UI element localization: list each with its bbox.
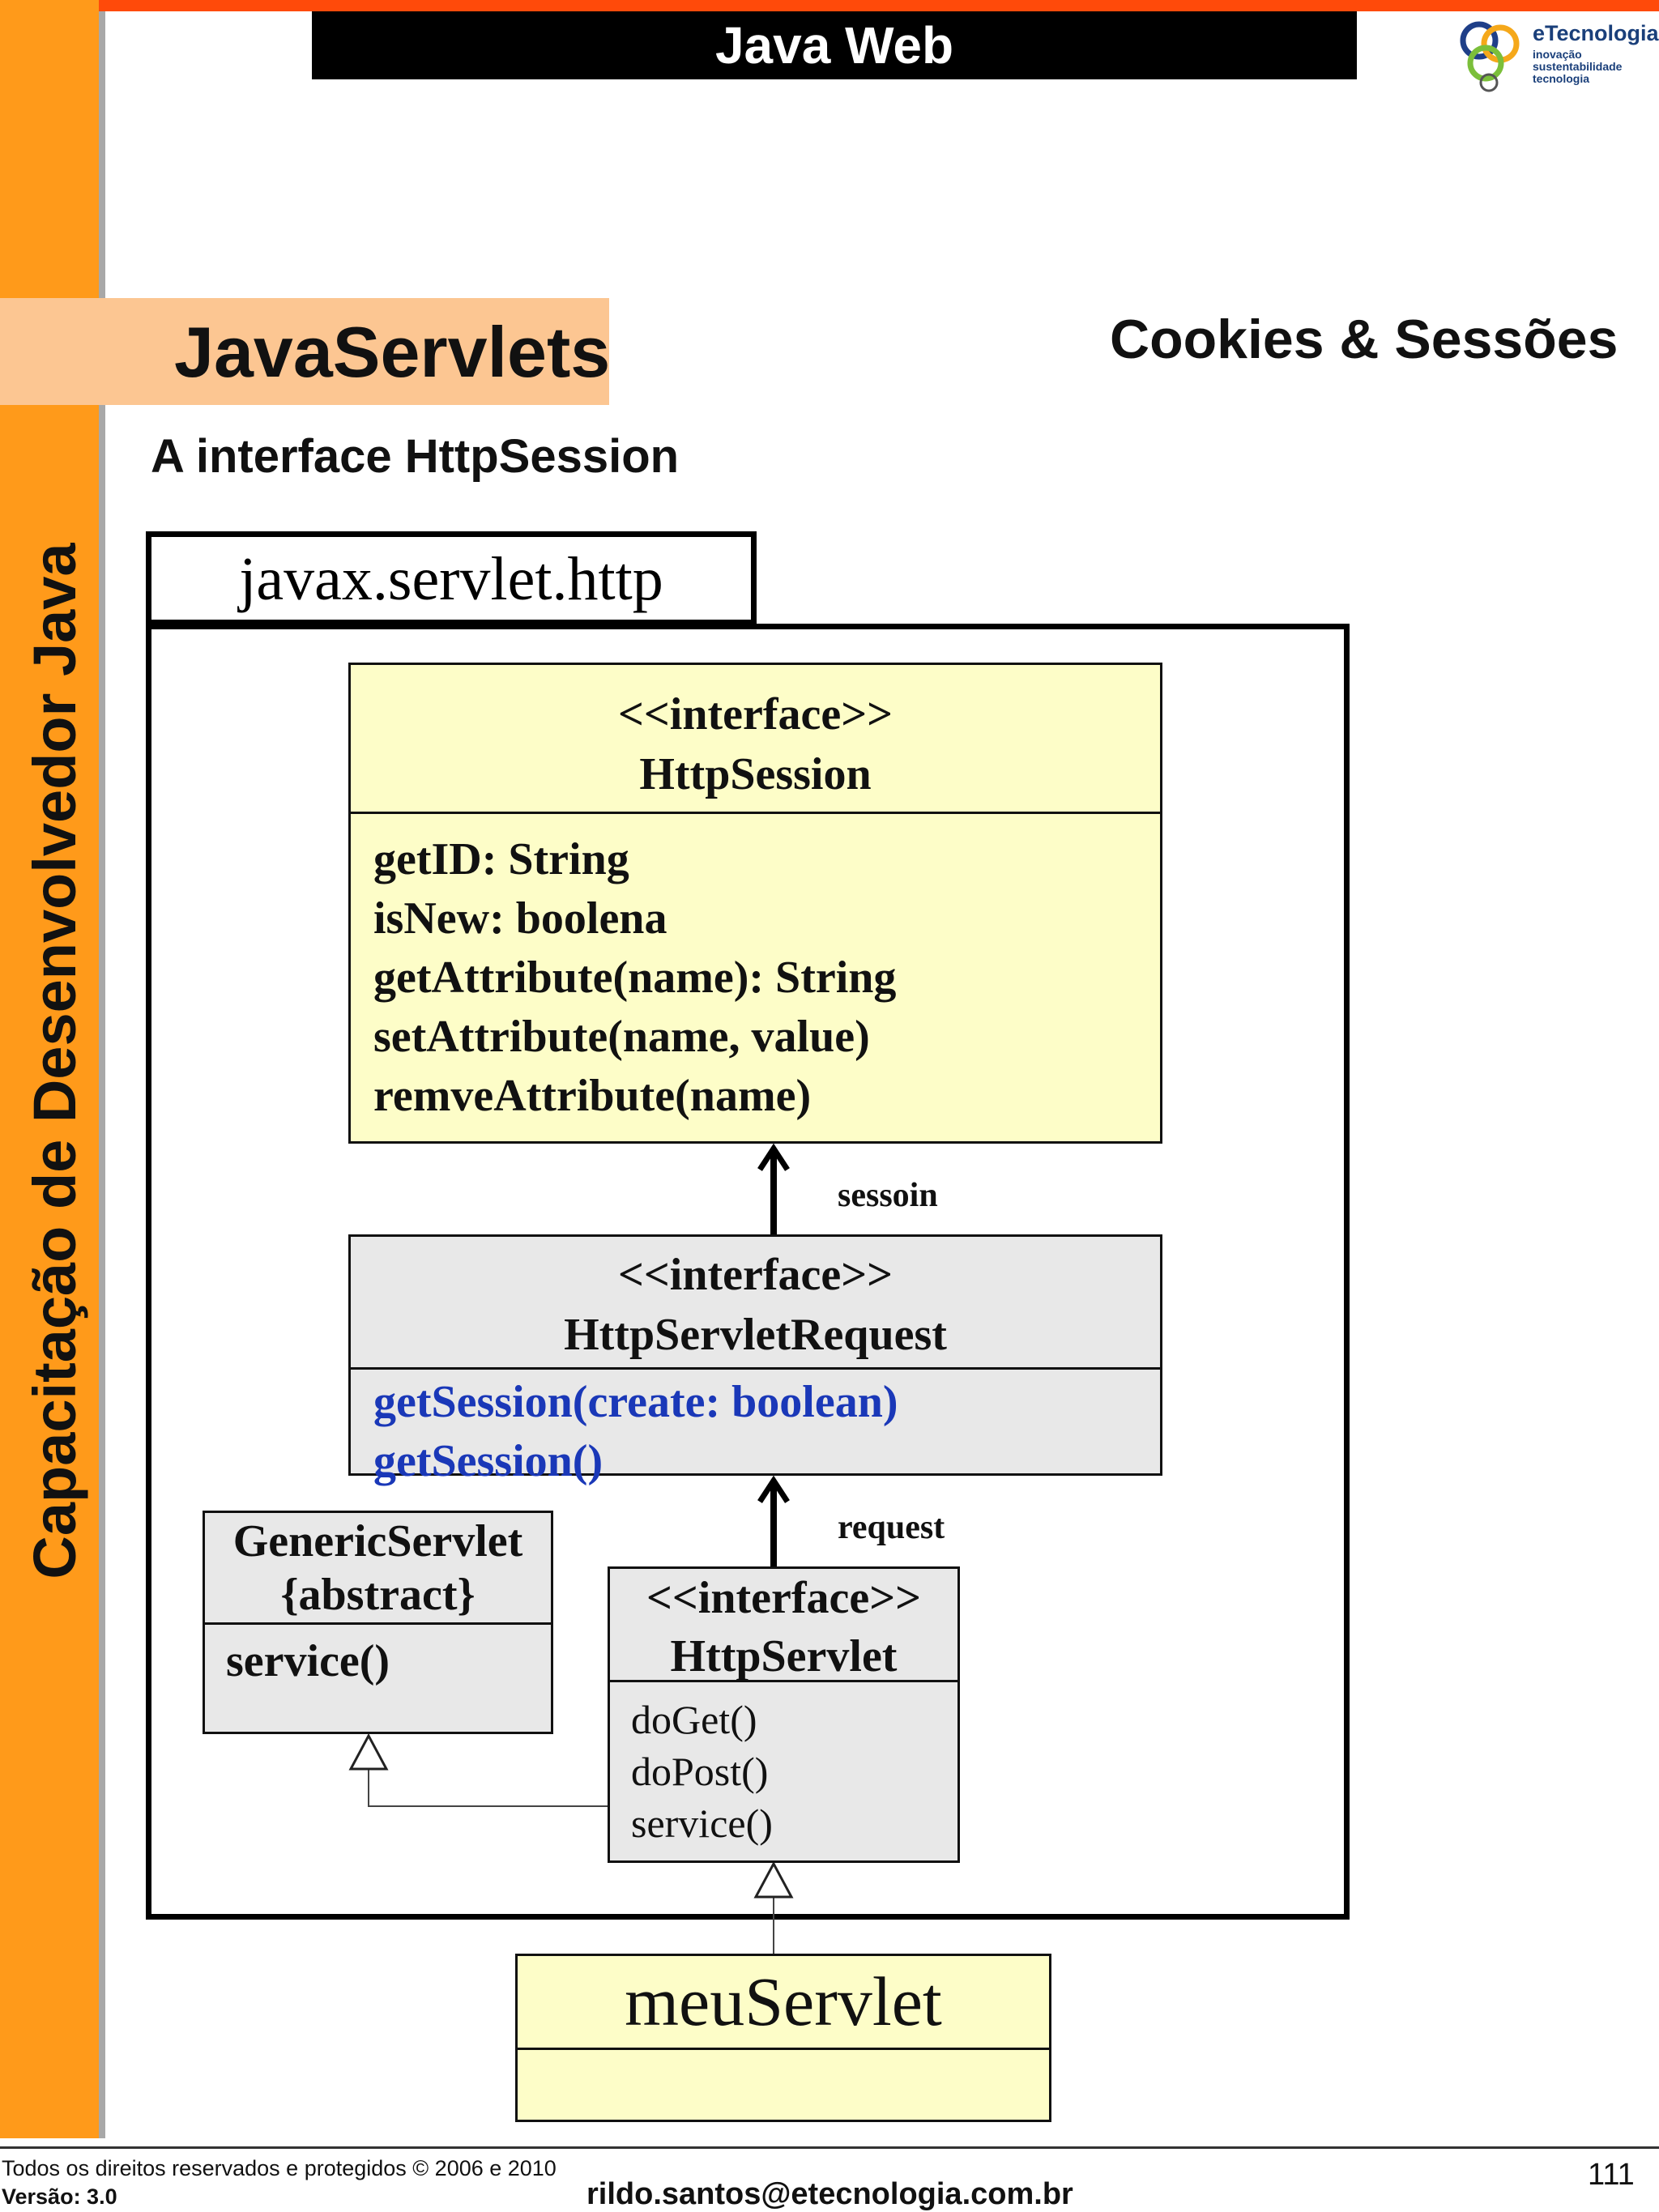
uml-class-meuservlet: meuServlet xyxy=(515,1954,1051,2122)
sidebar-shadow xyxy=(99,11,105,2138)
class-operations: getID: String isNew: boolena getAttribut… xyxy=(351,814,1160,1126)
operation: getAttribute(name): String xyxy=(373,953,897,1003)
session-association-label: sessoin xyxy=(838,1177,938,1214)
operation: doPost() xyxy=(631,1749,769,1794)
operation: doGet() xyxy=(631,1697,757,1742)
uml-class-httpservletrequest: <<interface>> HttpServletRequest getSess… xyxy=(348,1234,1162,1486)
class-modifier: {abstract} xyxy=(280,1570,476,1620)
operation: service() xyxy=(631,1801,773,1846)
logo-tagline: inovação sustentabilidade tecnologia xyxy=(1533,48,1623,85)
operation: getID: String xyxy=(373,834,629,884)
operation: getSession(create: boolean) xyxy=(373,1377,898,1427)
operation: setAttribute(name, value) xyxy=(373,1012,870,1062)
class-operations: getSession(create: boolean) getSession() xyxy=(351,1370,1160,1491)
class-header: GenericServlet {abstract} xyxy=(205,1513,551,1625)
uml-class-httpservlet: <<interface>> HttpServlet doGet() doPost… xyxy=(608,1566,960,1863)
header-title: Java Web xyxy=(312,11,1357,79)
slide-subtitle: A interface HttpSession xyxy=(151,430,680,483)
class-name: GenericServlet xyxy=(232,1516,523,1566)
operation: isNew: boolena xyxy=(373,893,667,944)
package-name: javax.servlet.http xyxy=(146,531,757,625)
class-name: HttpSession xyxy=(639,749,872,799)
operation: service() xyxy=(226,1636,390,1686)
logo-wordmark: eTecnologia xyxy=(1533,21,1659,45)
slide-topic: Cookies & Sessões xyxy=(1110,309,1618,370)
etecnologia-logo-icon xyxy=(1460,21,1520,92)
class-name: HttpServlet xyxy=(670,1631,898,1681)
class-name: HttpServletRequest xyxy=(564,1310,947,1360)
class-operations: doGet() doPost() service() xyxy=(610,1682,957,1849)
class-header: meuServlet xyxy=(518,1956,1049,2050)
uml-class-genericservlet: GenericServlet {abstract} service() xyxy=(203,1511,553,1734)
footer-copyright: Todos os direitos reservados e protegido… xyxy=(2,2156,557,2180)
footer-version: Versão: 3.0 xyxy=(2,2184,117,2209)
class-header: <<interface>> HttpServletRequest xyxy=(351,1237,1160,1370)
class-stereotype: <<interface>> xyxy=(617,689,893,739)
class-header: <<interface>> HttpServlet xyxy=(610,1569,957,1682)
page-number: 111 xyxy=(1588,2158,1635,2192)
class-stereotype: <<interface>> xyxy=(617,1250,893,1300)
sidebar-label: Capacitação de Desenvolvedor Java xyxy=(21,543,88,1579)
request-association-label: request xyxy=(838,1509,945,1546)
class-name: meuServlet xyxy=(625,1963,942,2040)
uml-class-httpsession: <<interface>> HttpSession getID: String … xyxy=(348,663,1162,1144)
top-accent-strip xyxy=(0,0,1659,11)
operation: remveAttribute(name) xyxy=(373,1071,812,1121)
footer-divider xyxy=(0,2146,1659,2149)
class-operations: service() xyxy=(205,1625,551,1696)
title-band xyxy=(0,298,609,405)
class-header: <<interface>> HttpSession xyxy=(351,665,1160,814)
class-stereotype: <<interface>> xyxy=(646,1573,922,1623)
operation: getSession() xyxy=(373,1436,603,1486)
footer-email: rildo.santos@etecnologia.com.br xyxy=(586,2177,1073,2211)
slide-title: JavaServlets xyxy=(174,312,611,392)
